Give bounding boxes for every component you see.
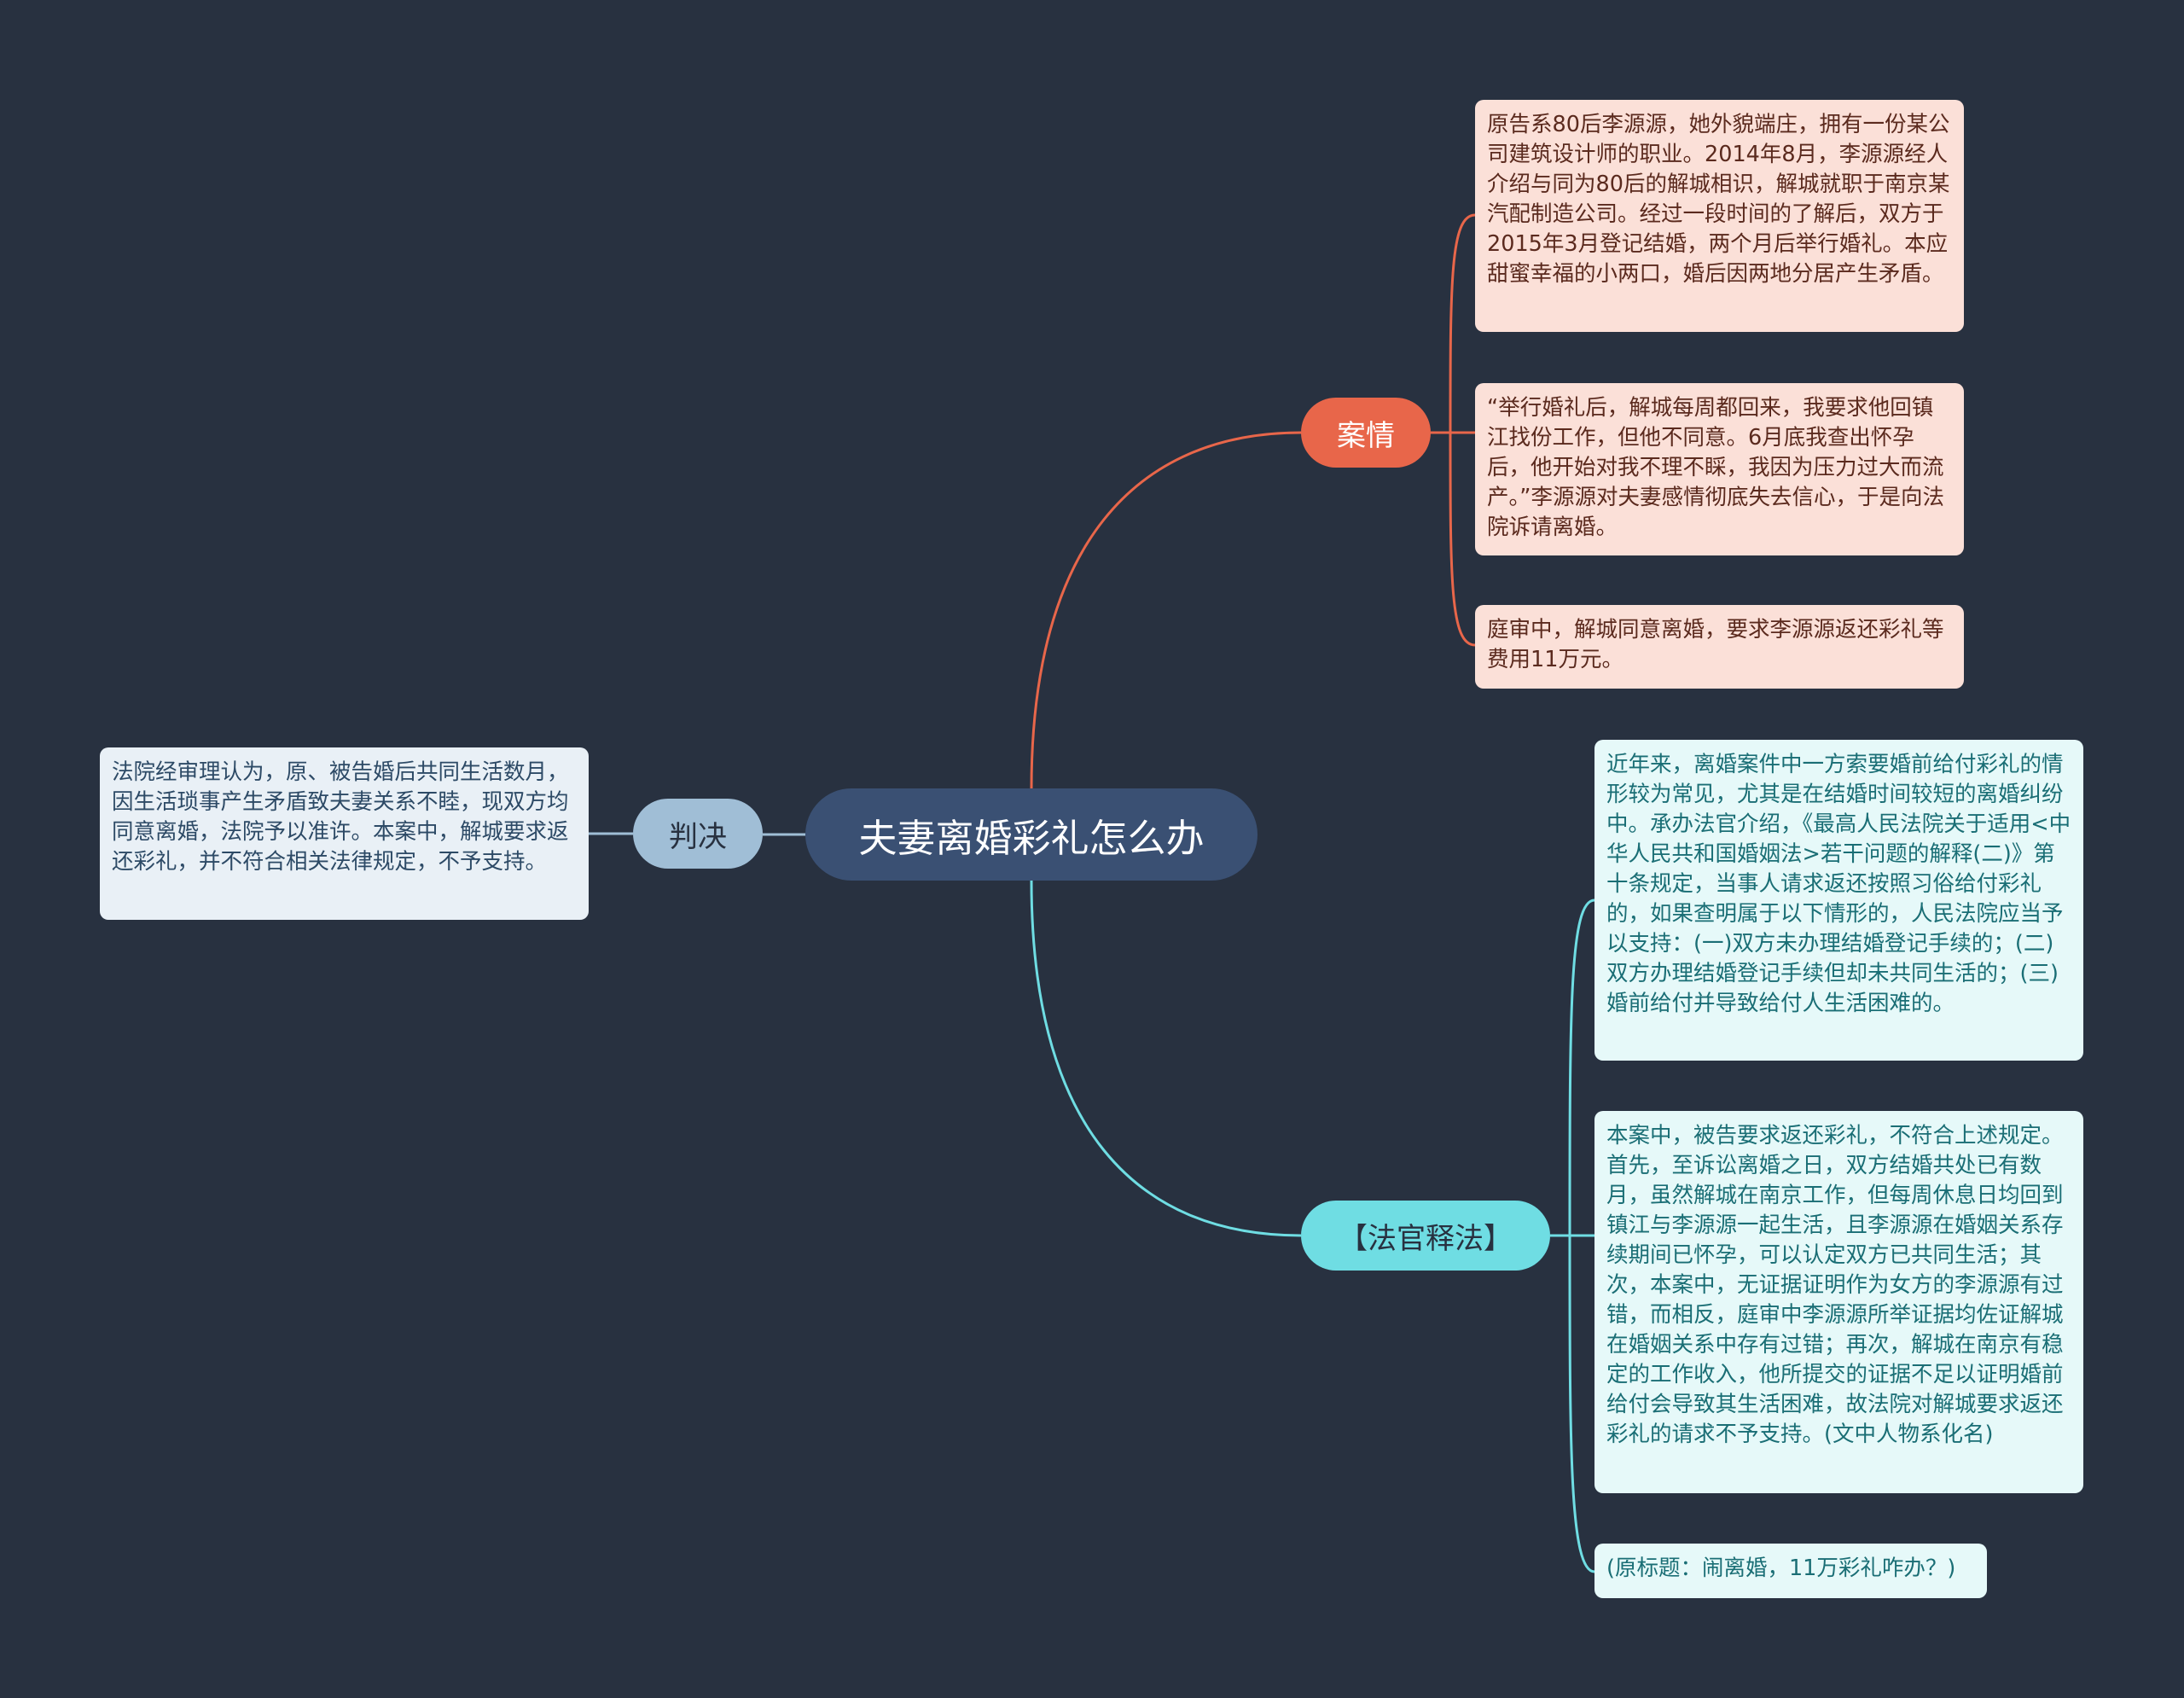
- law-to-leaf-3-link: [1550, 1234, 1595, 1573]
- root-to-law-link: [1030, 880, 1302, 1237]
- case-leaf-background[interactable]: 原告系80后李源源，她外貌端庄，拥有一份某公司建筑设计师的职业。2014年8月，…: [1475, 100, 1964, 332]
- law-leaf-regulation[interactable]: 近年来，离婚案件中一方索要婚前给付彩礼的情形较为常见，尤其是在结婚时间较短的离婚…: [1594, 740, 2083, 1061]
- case-to-leaf-3-link: [1431, 431, 1476, 647]
- root-topic[interactable]: 夫妻离婚彩礼怎么办: [805, 788, 1258, 881]
- branch-judgment[interactable]: 判决: [633, 799, 763, 869]
- judgment-leaf[interactable]: 法院经审理认为，原、被告婚后共同生活数月，因生活琐事产生矛盾致夫妻关系不睦，现双…: [100, 747, 589, 920]
- law-leaf-original-title[interactable]: (原标题：闹离婚，11万彩礼咋办？): [1594, 1544, 1987, 1598]
- case-to-leaf-1-link: [1431, 213, 1476, 434]
- case-leaf-trial[interactable]: 庭审中，解城同意离婚，要求李源源返还彩礼等费用11万元。: [1475, 605, 1964, 689]
- branch-case[interactable]: 案情: [1301, 398, 1431, 468]
- branch-judge-explanation[interactable]: 【法官释法】: [1301, 1201, 1550, 1271]
- root-to-case-link: [1030, 431, 1302, 789]
- law-to-leaf-1-link: [1550, 898, 1595, 1237]
- case-leaf-quote[interactable]: “举行婚礼后，解城每周都回来，我要求他回镇江找份工作，但他不同意。6月底我查出怀…: [1475, 383, 1964, 555]
- law-leaf-analysis[interactable]: 本案中，被告要求返还彩礼，不符合上述规定。首先，至诉讼离婚之日，双方结婚共处已有…: [1594, 1111, 2083, 1493]
